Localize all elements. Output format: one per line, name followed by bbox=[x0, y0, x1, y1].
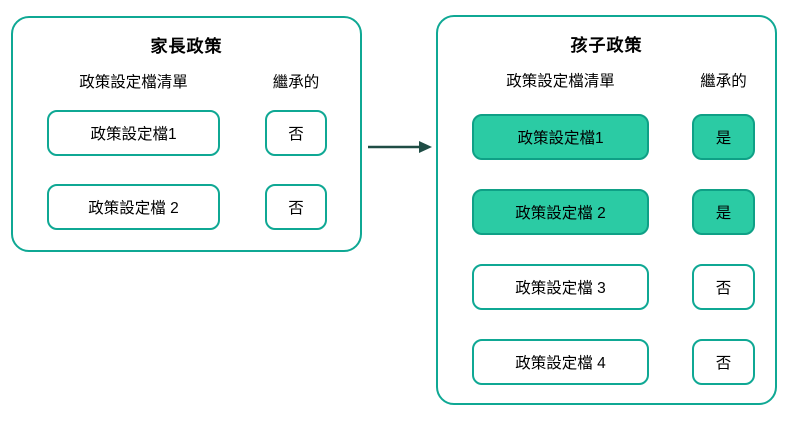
inherited-status-box: 否 bbox=[265, 184, 327, 230]
inherited-status-box: 否 bbox=[692, 264, 755, 310]
inheritance-arrow bbox=[364, 137, 436, 157]
inherited-column-header: 繼承的 bbox=[272, 74, 320, 91]
profiles-column-header: 政策設定檔清單 bbox=[506, 73, 615, 90]
policy-profile-box: 政策設定檔 3 bbox=[472, 264, 649, 310]
policy-profile-box: 政策設定檔 4 bbox=[472, 339, 649, 385]
panel-title: 孩子政策 bbox=[570, 36, 643, 55]
inherited-status-box: 是 bbox=[692, 189, 755, 235]
policy-profile-box: 政策設定檔 2 bbox=[47, 184, 220, 230]
inherited-status-box: 否 bbox=[265, 110, 327, 156]
parent-policy-panel: 家長政策 政策設定檔清單 繼承的 政策設定檔1 否 政策設定檔 2 否 bbox=[11, 16, 362, 252]
panel-title: 家長政策 bbox=[150, 37, 223, 56]
policy-profile-box: 政策設定檔1 bbox=[472, 114, 649, 160]
profiles-column-header: 政策設定檔清單 bbox=[79, 74, 188, 91]
inherited-column-header: 繼承的 bbox=[700, 73, 747, 90]
arrow-right-icon bbox=[368, 141, 432, 153]
child-policy-panel: 孩子政策 政策設定檔清單 繼承的 政策設定檔1 是 政策設定檔 2 是 政策設定… bbox=[436, 15, 777, 405]
policy-profile-box: 政策設定檔1 bbox=[47, 110, 220, 156]
inherited-status-box: 是 bbox=[692, 114, 755, 160]
policy-profile-box: 政策設定檔 2 bbox=[472, 189, 649, 235]
inherited-status-box: 否 bbox=[692, 339, 755, 385]
